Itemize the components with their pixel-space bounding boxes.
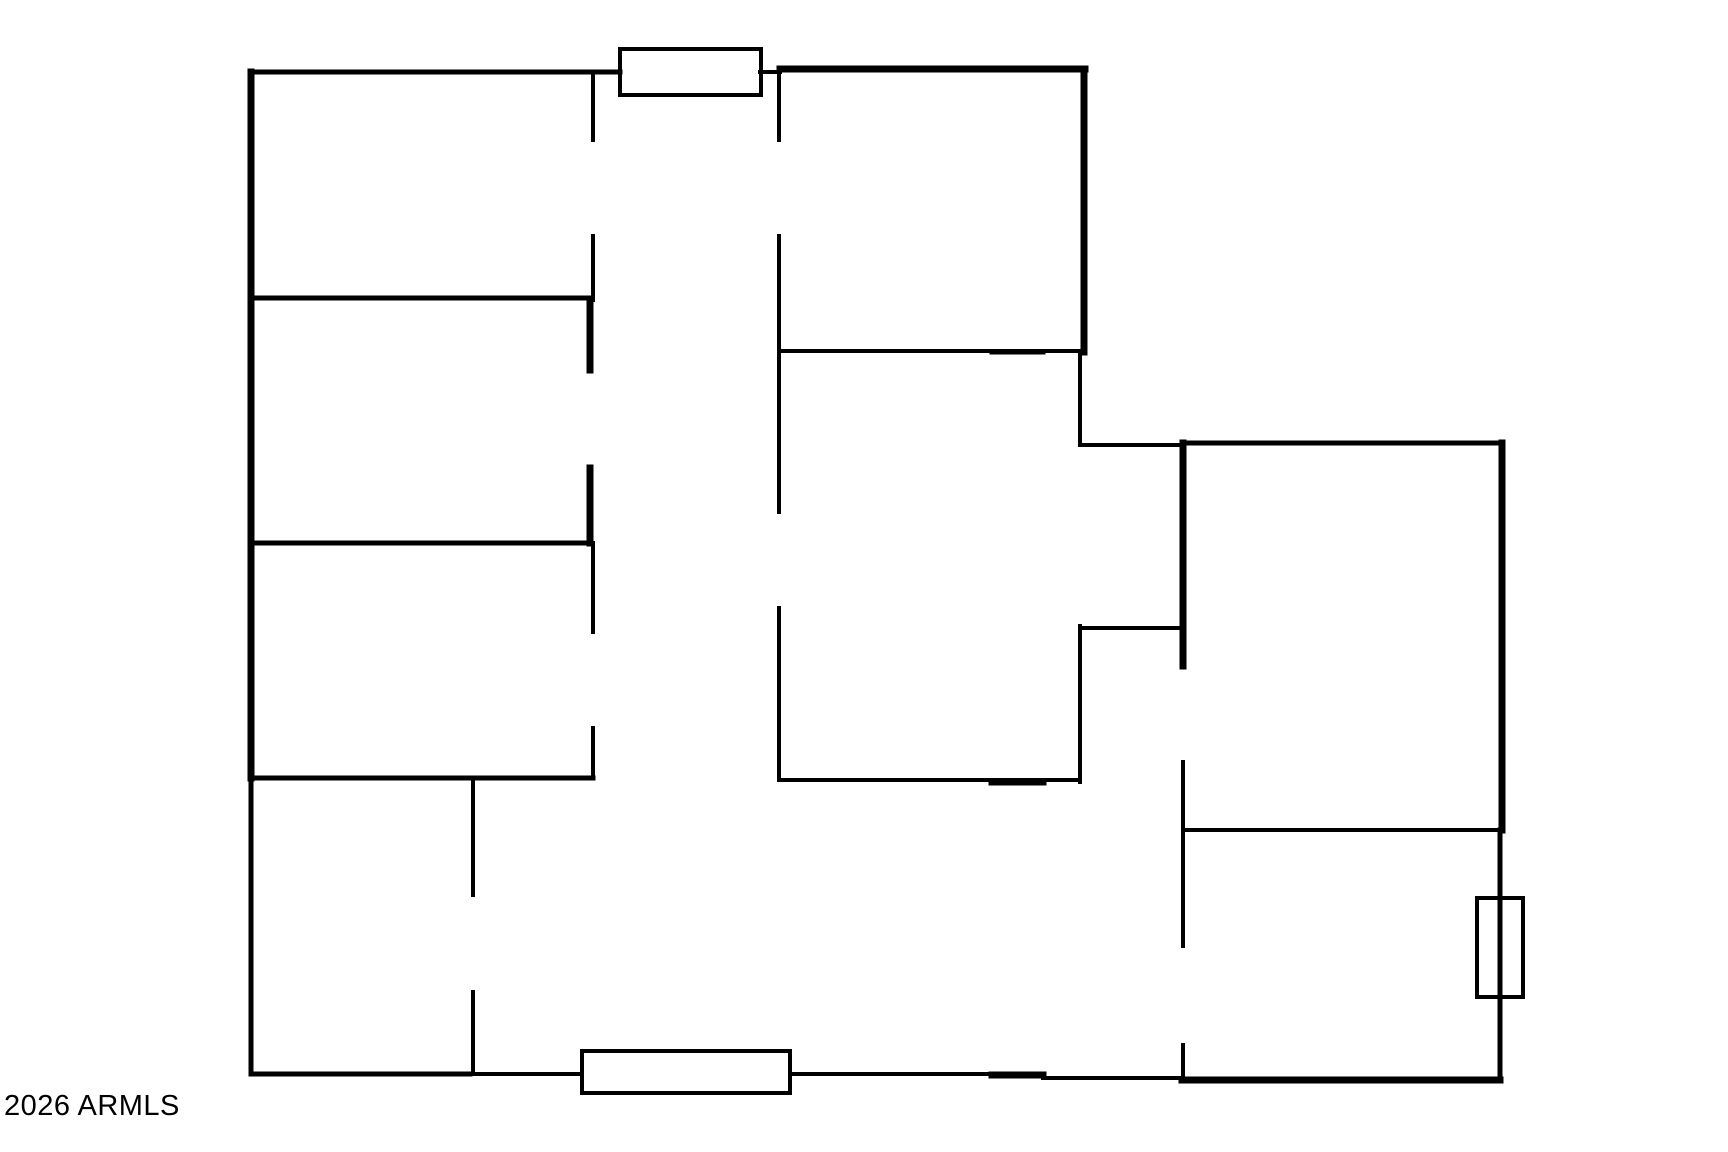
copyright-watermark: 2026 ARMLS [4, 1090, 180, 1122]
left-wing-walls [247, 68, 623, 1077]
window-top [618, 47, 763, 97]
window-right [1475, 896, 1525, 999]
bottom-walls [468, 1071, 1504, 1084]
right-wing-walls [1179, 439, 1506, 1083]
window-bottom [580, 1049, 792, 1095]
center-block-walls [758, 65, 1184, 786]
windows [580, 47, 1525, 1095]
